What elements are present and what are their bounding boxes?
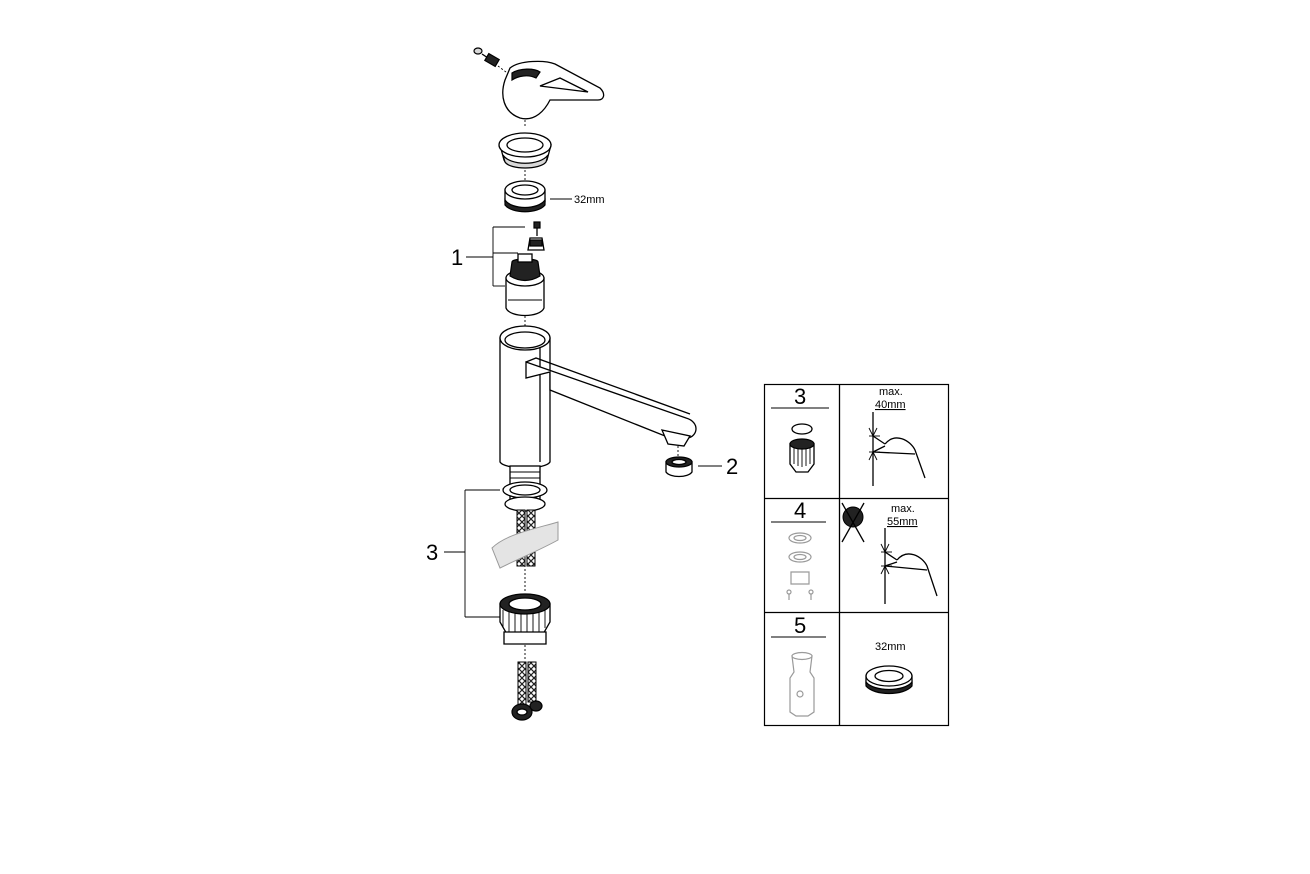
handle-screw-icon	[473, 47, 507, 73]
aerator-spare-icon	[789, 423, 815, 473]
table-row-3-number: 3	[794, 384, 806, 409]
hose-fitting-icon	[511, 700, 543, 721]
table-row-4-number: 4	[794, 498, 806, 523]
not-applicable-icon	[841, 502, 865, 543]
table-row-4-max-label: max.	[891, 503, 915, 515]
cartridge-tool-spare-icon	[789, 651, 815, 717]
callout-2-label: 2	[726, 454, 738, 479]
table-row-3-max-value: 40mm	[875, 399, 906, 411]
mounting-nut-icon	[499, 593, 551, 645]
table-row-4-max-value: 55mm	[887, 516, 918, 528]
table-row-5-number: 5	[794, 613, 806, 638]
callout-1-label: 1	[451, 245, 463, 270]
supply-hose-icon	[517, 661, 527, 707]
countertop-thickness-icon	[868, 412, 926, 486]
supply-hose-icon	[527, 661, 537, 703]
faucet-body-icon	[499, 325, 697, 469]
nut-size-label: 32mm	[574, 194, 605, 206]
cartridge-screw-icon	[527, 221, 545, 251]
spare-parts-table	[763, 383, 950, 727]
countertop-thickness-icon	[880, 528, 938, 604]
aerator-icon	[665, 456, 693, 478]
cartridge-icon	[505, 253, 545, 317]
table-row-3-max-label: max.	[879, 386, 903, 398]
shank-washer-icon	[502, 481, 548, 512]
countertop-section-icon	[491, 521, 559, 569]
nut-32mm-icon	[504, 180, 546, 213]
callout-1-bracket	[466, 226, 525, 287]
cover-cap-icon	[498, 132, 552, 169]
washer-set-spare-icon	[786, 532, 814, 600]
lever-handle-icon	[502, 60, 605, 120]
callout-3-label: 3	[426, 540, 438, 565]
table-row-5-nut-size: 32mm	[875, 641, 906, 653]
callout-3-bracket	[444, 489, 500, 618]
nut-32mm-spare-icon	[865, 665, 913, 695]
